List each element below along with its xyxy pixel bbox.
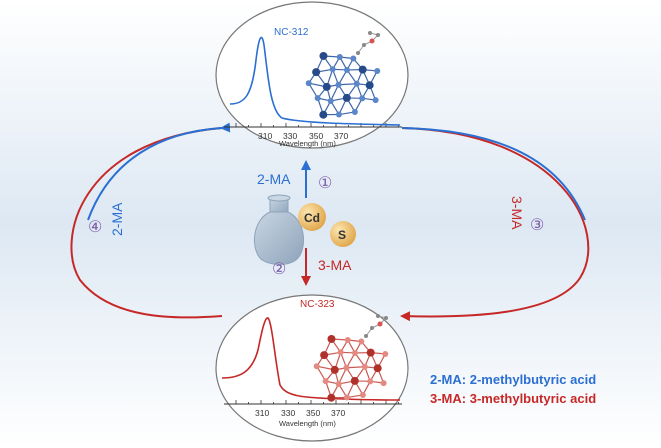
ligand-atom <box>376 314 380 318</box>
cycle-arc-left <box>70 127 223 319</box>
svg-text:Cd: Cd <box>304 211 320 225</box>
top-panel-label: NC-312 <box>274 27 309 38</box>
bottom-panel-label: NC-323 <box>300 299 335 310</box>
ligand-atom <box>362 43 366 47</box>
cluster-atom <box>359 391 366 398</box>
cluster-atom <box>374 67 381 74</box>
ligand-atom <box>384 316 388 320</box>
bottom-xlabel: Wavelength (nm) <box>279 419 336 428</box>
cluster-atom <box>319 51 328 60</box>
cluster-atom <box>361 363 368 370</box>
cluster-atom <box>344 337 351 344</box>
cluster-atom <box>312 68 321 77</box>
top-tick-label-310: 310 <box>258 131 272 141</box>
cluster-atom <box>358 65 367 74</box>
cluster-atom <box>372 97 379 104</box>
cycle-arc-right-blue <box>401 127 586 221</box>
cluster-atom <box>343 364 350 371</box>
ligand-atom <box>369 38 375 44</box>
top-tick-label-330: 330 <box>283 131 297 141</box>
cluster-atom <box>336 54 343 61</box>
cluster-bond <box>338 83 357 86</box>
cluster-atom <box>322 82 331 91</box>
ligand-atom <box>368 31 372 35</box>
step2-number: ② <box>272 261 286 278</box>
cluster-atom <box>327 393 336 402</box>
ligand-atom <box>377 321 383 327</box>
step1-number: ① <box>318 175 332 192</box>
step2-label: 3-MA <box>318 257 352 273</box>
cluster-atom <box>359 95 366 102</box>
cycle-arc-left-blue <box>87 122 231 221</box>
cluster-atom <box>342 93 351 102</box>
cycle-arc-right <box>400 127 590 322</box>
bottom-cluster-structure-icon <box>313 314 389 402</box>
cluster-atom <box>335 111 342 118</box>
cluster-atom <box>365 81 374 90</box>
ligand-atom <box>356 51 360 55</box>
cd-reagent-ball: Cd <box>298 203 326 231</box>
cluster-atom <box>366 348 375 357</box>
cluster-atom <box>335 81 342 88</box>
cluster-atom <box>327 97 334 104</box>
cluster-atom <box>350 55 357 62</box>
cluster-atom <box>327 334 336 343</box>
cluster-atom <box>351 108 358 115</box>
cluster-bond <box>346 366 365 369</box>
cluster-atom <box>319 110 328 119</box>
cluster-atom <box>343 394 350 401</box>
legend-3ma: 3-MA: 3-methylbutyric acid <box>430 391 597 406</box>
bottom-tick-label-350: 350 <box>306 408 320 418</box>
step4-number: ④ <box>88 219 102 236</box>
cluster-atom <box>329 66 336 73</box>
s-reagent-ball: S <box>330 221 356 247</box>
cluster-atom <box>337 349 344 356</box>
bottom-tick-label-310: 310 <box>255 408 269 418</box>
ligand-atom <box>364 334 368 338</box>
bottom-tick-label-370: 370 <box>331 408 345 418</box>
step3-number: ③ <box>530 217 544 234</box>
cluster-atom <box>380 380 387 387</box>
cluster-atom <box>335 380 342 387</box>
svg-text:S: S <box>338 228 346 242</box>
top-tick-label-370: 370 <box>334 131 348 141</box>
ligand-atom <box>370 326 374 330</box>
step1-label: 2-MA <box>257 171 291 187</box>
cluster-atom <box>358 338 365 345</box>
cluster-atom <box>330 365 339 374</box>
bottom-spectrum-panel: NC-323 310 330 350 370 Wavelength (nm) <box>215 294 409 442</box>
step4-label: 2-MA <box>109 202 125 236</box>
cluster-atom <box>353 80 360 87</box>
top-spectrum-panel: NC-312 310 330 350 370 Wavelength (nm) <box>215 1 409 149</box>
cluster-atom <box>314 95 321 102</box>
cluster-atom <box>351 349 358 356</box>
top-cluster-structure-icon <box>305 31 381 119</box>
ligand-atom <box>376 33 380 37</box>
top-spectrum-curve <box>229 36 401 126</box>
step3-label: 3-MA <box>509 196 525 230</box>
cluster-atom <box>320 351 329 360</box>
cluster-atom <box>382 350 389 357</box>
cluster-atom <box>305 80 312 87</box>
top-xlabel: Wavelength (nm) <box>279 139 336 148</box>
cluster-atom <box>313 363 320 370</box>
cluster-atom <box>350 376 359 385</box>
legend-2ma: 2-MA: 2-methylbutyric acid <box>430 372 597 387</box>
flask-icon <box>253 194 305 265</box>
top-tick-label-350: 350 <box>309 131 323 141</box>
cluster-atom <box>367 378 374 385</box>
cluster-atom <box>373 364 382 373</box>
bottom-tick-label-330: 330 <box>281 408 295 418</box>
cluster-atom <box>343 66 350 73</box>
cluster-atom <box>322 378 329 385</box>
